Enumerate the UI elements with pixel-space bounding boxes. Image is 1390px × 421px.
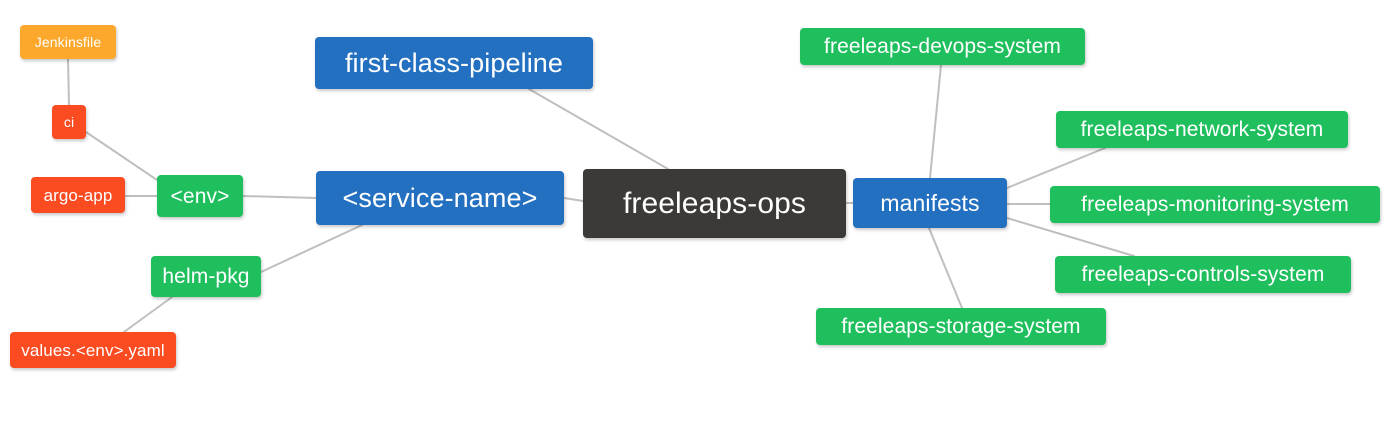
edge-manifests-to-freeleaps-storage-system [928,227,963,309]
node-service-name[interactable]: <service-name> [316,171,564,225]
edge-first-class-pipeline-to-freeleaps-ops [528,88,669,170]
node-freeleaps-ops[interactable]: freeleaps-ops [583,169,846,238]
edge-manifests-to-freeleaps-controls-system [1006,217,1135,257]
node-jenkinsfile[interactable]: Jenkinsfile [20,25,116,59]
edge-jenkinsfile-to-ci [67,58,70,106]
edge-ci-to-env [85,131,158,181]
node-freeleaps-storage-system[interactable]: freeleaps-storage-system [816,308,1106,345]
node-ci[interactable]: ci [52,105,86,139]
node-freeleaps-devops-system[interactable]: freeleaps-devops-system [800,28,1085,65]
edge-helm-pkg-to-values-env-yaml [123,296,173,333]
edge-manifests-to-freeleaps-devops-system [929,64,942,179]
edge-env-to-service-name [242,195,317,199]
node-first-class-pipeline[interactable]: first-class-pipeline [315,37,593,89]
node-values-env-yaml[interactable]: values.<env>.yaml [10,332,176,368]
edge-service-name-to-helm-pkg [260,224,363,273]
node-env[interactable]: <env> [157,175,243,217]
edge-service-name-to-freeleaps-ops [563,197,584,202]
node-helm-pkg[interactable]: helm-pkg [151,256,261,297]
node-freeleaps-network-system[interactable]: freeleaps-network-system [1056,111,1348,148]
node-manifests[interactable]: manifests [853,178,1007,228]
node-freeleaps-controls-system[interactable]: freeleaps-controls-system [1055,256,1351,293]
node-argo-app[interactable]: argo-app [31,177,125,213]
edge-manifests-to-freeleaps-network-system [1006,147,1106,189]
node-freeleaps-monitoring-system[interactable]: freeleaps-monitoring-system [1050,186,1380,223]
